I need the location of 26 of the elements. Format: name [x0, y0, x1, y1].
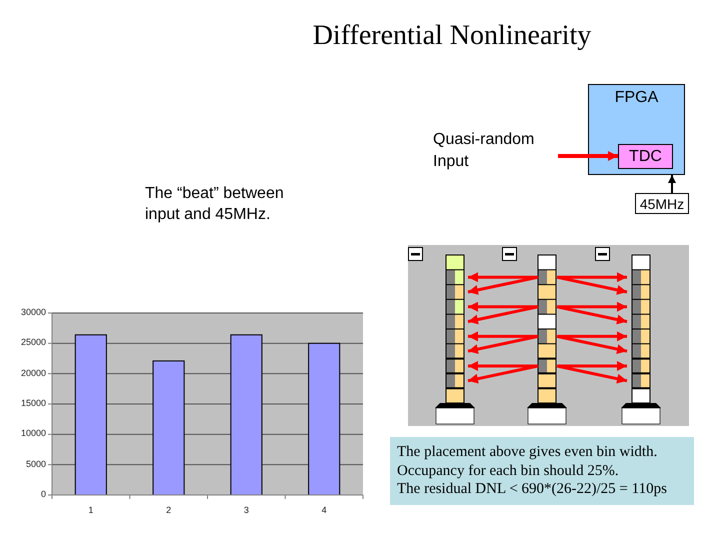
block-label: TDC	[629, 148, 662, 166]
axis-tick-label: 25000	[20, 337, 46, 348]
block-label: 45MHz	[640, 196, 684, 212]
axis-tick-label: 10000	[20, 428, 46, 440]
clock-block	[635, 193, 689, 214]
axis-tick-label: 0	[40, 489, 46, 500]
arrow	[558, 151, 618, 161]
title: Differential Nonlinearity	[312, 20, 592, 52]
annotation-text: The “beat” between input and 45MHz.	[145, 184, 285, 225]
axis-tick-label: 30000	[20, 307, 46, 318]
note-text: The placement above gives even bin width.	[397, 443, 658, 462]
note-text: The residual DNL < 690*(26-22)/25 = 110ps	[397, 480, 668, 498]
input-label: Quasi-random Input	[433, 129, 558, 175]
axis-tick-label: 4	[320, 505, 328, 516]
axis-tick-label: 1	[87, 505, 94, 516]
note-panel	[390, 437, 694, 505]
arrow	[668, 175, 676, 193]
axis-tick-label: 5000	[24, 458, 46, 470]
tdc-block	[618, 144, 673, 169]
axis-tick-label: 3	[242, 505, 250, 516]
axis-tick-label: 2	[165, 505, 172, 516]
block-label: FPGA	[614, 89, 660, 107]
axis-tick-label: 20000	[20, 368, 46, 379]
axis-tick-label: 15000	[20, 398, 46, 409]
note-text: Occupancy for each bin should 25%.	[397, 462, 620, 480]
fpga-block	[588, 84, 685, 175]
